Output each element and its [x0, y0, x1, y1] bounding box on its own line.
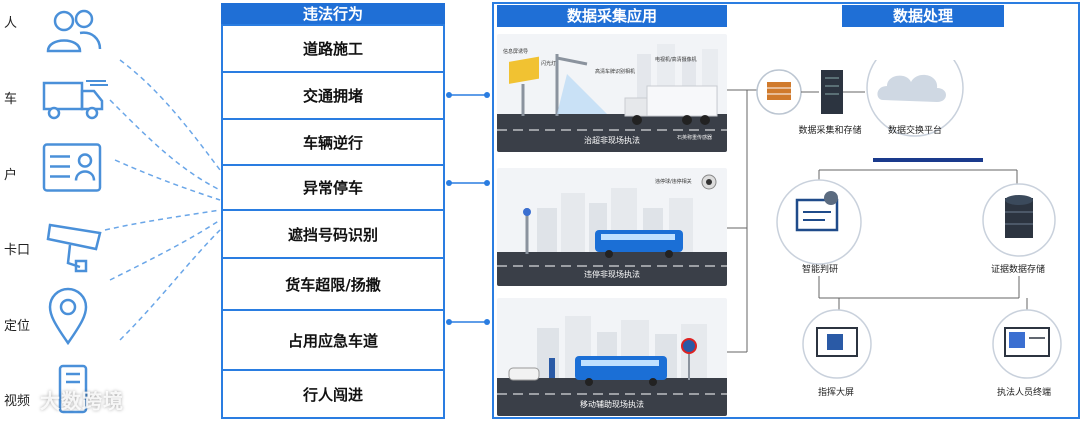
source-label: 定位 [4, 319, 31, 334]
source-label: 卡口 [4, 243, 31, 258]
violation-item: 车辆逆行 [223, 120, 443, 166]
scene-caption: 治超非现场执法 [584, 136, 640, 145]
right-panel [492, 2, 1080, 419]
node-officer-terminal: 执法人员终端 [996, 388, 1051, 398]
data-collection-header: 数据采集应用 [497, 5, 727, 27]
source-location: 定位 [0, 285, 120, 355]
scene-caption: 违停非现场执法 [584, 270, 640, 279]
scene-illustration [497, 44, 727, 152]
scene-to-processing-connectors [727, 89, 761, 353]
scene-illustration [497, 174, 727, 286]
violation-to-scene-connectors [446, 92, 490, 325]
source-vehicle: 车 [0, 70, 120, 140]
location-pin-icon [48, 287, 88, 346]
video-device-icon [58, 364, 88, 414]
source-label: 视频 [4, 394, 31, 409]
violation-item: 道路施工 [223, 26, 443, 73]
violation-item: 货车超限/扬撒 [223, 259, 443, 311]
scene-mobile-enforcement: 移动辅助现场执法 [497, 298, 727, 416]
node-smart-judge: 智能判研 [801, 265, 838, 275]
source-label: 车 [4, 92, 18, 107]
node-command-screen: 指挥大屏 [817, 388, 854, 398]
node-collect-store: 数据采集和存储 [798, 126, 862, 136]
source-connection-lines [104, 59, 221, 341]
scene-label: 石英称重传感器 [677, 135, 713, 141]
users-icon [46, 9, 102, 53]
scene-label: 信息屏诱导 [503, 49, 529, 55]
scene-overload-enforcement: 信息屏诱导 闪光灯 高清车牌识别相机 电视机/高清摄像机 石英称重传感器 治超非… [497, 34, 727, 152]
violation-item: 异常停车 [223, 166, 443, 211]
violation-item: 行人闯进 [302, 385, 363, 404]
scene-label: 高清车牌识别相机 [595, 69, 636, 75]
scene-illustration [497, 316, 727, 416]
scene-label: 违停球/违停相关 [655, 179, 692, 185]
node-evidence-store: 证据数据存储 [990, 265, 1045, 275]
violation-item: 占用应急车道 [223, 311, 443, 371]
id-card-icon [42, 143, 102, 192]
truck-icon [42, 80, 108, 120]
source-household: 户 [0, 136, 120, 206]
violations-header: 违法行为 [221, 3, 445, 25]
violations-list: 道路施工 交通拥堵 车辆逆行 异常停车 遮挡号码识别 货车超限/扬撒 占用应急车… [221, 24, 445, 419]
violation-item: 交通拥堵 [223, 73, 443, 120]
node-exchange-platform: 数据交换平台 [887, 126, 942, 136]
source-video: 视频 [0, 356, 120, 426]
scene-caption: 移动辅助现场执法 [580, 400, 644, 409]
scene-parking-enforcement: 违停球/违停相关 违停非现场执法 [497, 168, 727, 286]
violation-item: 遮挡号码识别 [223, 211, 443, 259]
source-label: 户 [4, 168, 18, 183]
scene-label: 电视机/高清摄像机 [655, 57, 697, 63]
watermark: 大数跨境 [40, 389, 124, 413]
data-processing-header: 数据处理 [842, 5, 1004, 27]
source-label: 人 [4, 16, 18, 31]
processing-diagram [756, 60, 1062, 379]
camera-icon [46, 223, 102, 273]
source-person: 人 [0, 0, 120, 70]
scene-label: 闪光灯 [541, 61, 557, 67]
source-checkpoint: 卡口 [0, 215, 120, 285]
